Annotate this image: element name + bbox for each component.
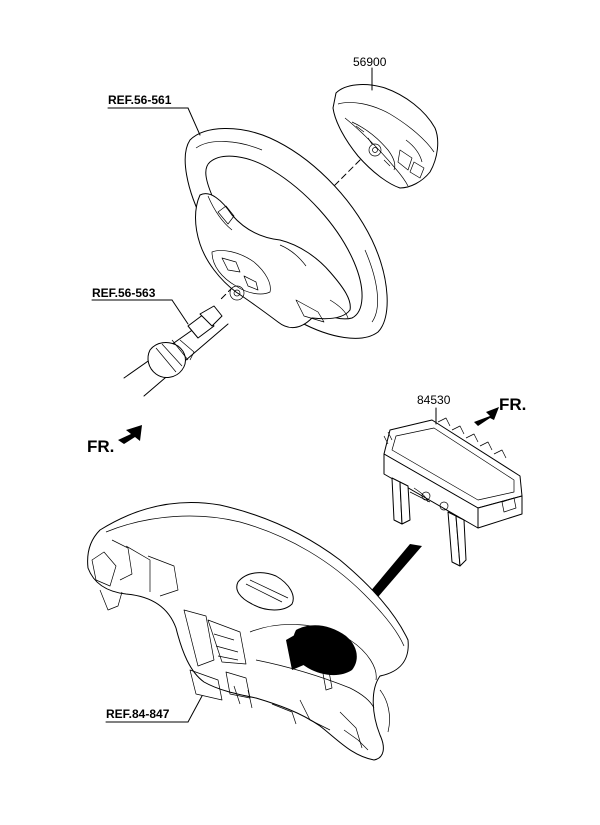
- ref-56-563-callout: REF.56-563: [91, 286, 189, 325]
- ref-84-847-label: REF.84-847: [106, 707, 170, 721]
- ref-56-561-label: REF.56-561: [108, 93, 172, 107]
- ref-56-561-callout: REF.56-561: [107, 93, 201, 136]
- arrow-right-icon: [474, 407, 499, 426]
- part-84530-label: 84530: [417, 393, 451, 407]
- part-56900-callout: 56900: [353, 55, 387, 91]
- part-84530-callout: 84530: [417, 393, 451, 425]
- part-56900-label: 56900: [353, 55, 387, 69]
- front-right-label: FR.: [499, 395, 526, 414]
- driver-airbag-module[interactable]: [332, 84, 439, 189]
- crash-pad-dashboard[interactable]: [87, 501, 409, 761]
- front-direction-right: FR.: [474, 395, 526, 426]
- steering-column[interactable]: [123, 305, 229, 397]
- front-left-label: FR.: [87, 437, 114, 456]
- front-direction-left: FR.: [87, 425, 142, 456]
- ref-56-563-label: REF.56-563: [92, 286, 156, 300]
- passenger-airbag-module[interactable]: [383, 417, 523, 567]
- steering-wheel[interactable]: [184, 128, 388, 339]
- airbag-mount-area: [292, 625, 357, 676]
- ref-84-847-callout: REF.84-847: [105, 695, 203, 723]
- arrow-left-icon: [118, 425, 142, 444]
